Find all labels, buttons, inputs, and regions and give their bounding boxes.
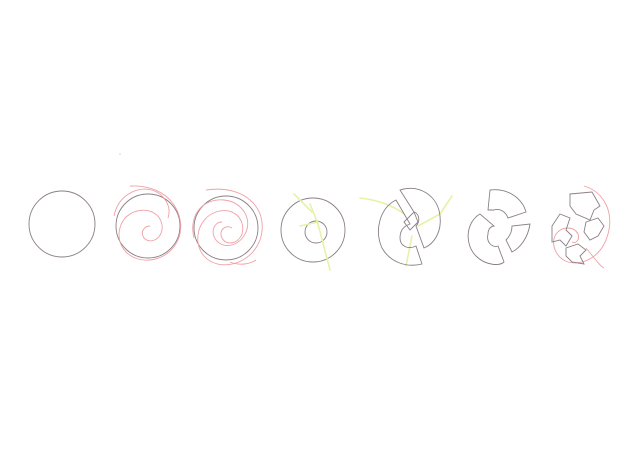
spiral-tail <box>585 247 605 269</box>
segment-right <box>505 223 531 253</box>
spiral-curve-inner <box>192 199 249 247</box>
segment-notch <box>403 211 419 231</box>
segment-top <box>569 191 601 221</box>
panel-5-segmented-ring <box>359 188 453 267</box>
guide-line <box>299 221 319 227</box>
segment-top <box>487 189 527 219</box>
panel-2-spiral <box>113 185 182 261</box>
base-circle <box>28 190 96 258</box>
segment-bottom <box>565 243 587 265</box>
base-circle <box>193 195 259 261</box>
panel-1-circle <box>28 190 96 258</box>
panel-6-separated-segments <box>467 189 531 265</box>
base-circle <box>115 193 181 259</box>
guide-line <box>405 235 413 267</box>
segment-top-right <box>399 188 441 249</box>
spiral-curve <box>118 185 182 261</box>
segment-left <box>551 213 573 247</box>
segment-right <box>583 217 605 241</box>
spiral-curve <box>553 185 611 264</box>
speck-mark <box>119 153 121 155</box>
spiral-tail <box>229 259 257 265</box>
outer-circle <box>280 197 346 263</box>
guide-line <box>309 203 331 271</box>
panel-3-double-spiral <box>192 188 263 266</box>
panel-7-rotated-segments <box>551 185 611 269</box>
spiral-curve-outer <box>197 188 263 266</box>
guide-line <box>293 193 313 213</box>
panel-4-ring <box>280 193 346 271</box>
spiral-tail <box>113 188 170 219</box>
guide-line <box>359 197 405 215</box>
segment-left <box>378 199 423 266</box>
segment-left <box>467 213 505 265</box>
